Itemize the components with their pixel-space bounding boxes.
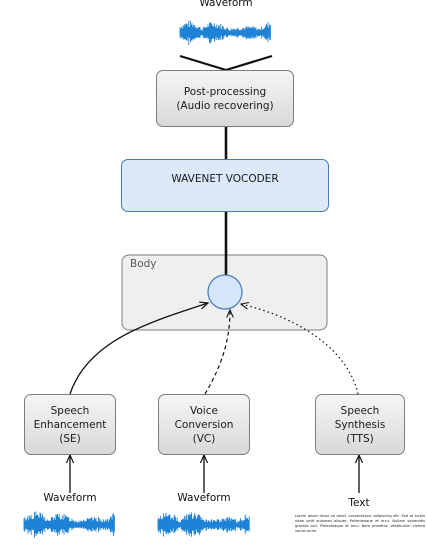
top-waveform [179, 20, 271, 45]
speech-enhancement-box: Speech Enhancement (SE) [24, 394, 116, 455]
text-input-sample: Lorem ipsum dolor sit amet, consectetuer… [295, 514, 425, 533]
wavenet-vocoder-box: WAVENET VOCODER [121, 159, 329, 212]
vc-input-waveform [157, 512, 250, 537]
voice-conversion-box: Voice Conversion (VC) [158, 394, 250, 455]
body-hub-node [207, 274, 243, 310]
vc-input-label: Waveform [177, 492, 231, 504]
waveform-trace [179, 20, 271, 45]
se-input-waveform [23, 511, 115, 538]
output-fork-connector [179, 54, 273, 72]
post-processing-box: Post-processing (Audio recovering) [156, 70, 294, 127]
se-to-hub-arrow [69, 303, 208, 395]
waveform-trace [157, 512, 250, 537]
top-waveform-label: Waveform [199, 0, 253, 9]
speech-synthesis-box: Speech Synthesis (TTS) [315, 394, 405, 455]
se-input-label: Waveform [43, 492, 97, 504]
waveform-trace [23, 511, 115, 538]
body-label: Body [130, 258, 157, 270]
vc-to-hub-arrow [204, 310, 230, 395]
tts-input-label: Text [348, 497, 370, 509]
